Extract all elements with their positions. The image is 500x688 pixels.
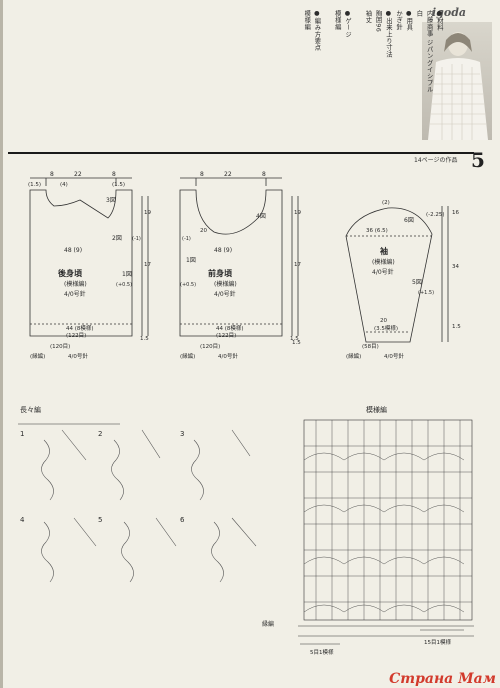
dim-label: 20 [380,318,387,324]
figure-ref: 1図 [122,271,132,278]
dim-label: 17 [144,262,151,268]
page-number: 5 [471,148,485,172]
needle-label: 4/0号針 [214,290,236,298]
ribbing-label: (縁編) [346,352,361,360]
step-number: 2 [98,430,102,438]
dim-label: (120目) [50,343,70,350]
section-divider [8,152,474,154]
dim-label: (-2.25) [426,212,445,218]
needle-label: 4/0号針 [68,352,88,360]
step-number: 6 [180,516,185,524]
ribbing-label: (縁編) [30,352,45,360]
dim-label: (-1) [132,236,141,242]
step-number: 4 [20,516,25,524]
back-body-title: 後身頃 [58,268,83,278]
front-body-title: 前身頃 [208,268,233,278]
dim-label: 1.5 [452,324,461,330]
figure-ref: 5図 [412,279,422,286]
dim-label: (-1) [182,236,191,242]
dim-label: 8 [50,171,54,178]
dim-label: 16 [452,210,459,216]
needle-label: 4/0号針 [64,290,86,298]
pattern-label: (模様編) [372,258,395,266]
chart-repeat-label: 15目1模様 [424,638,451,646]
figure-ref: 3図 [106,197,116,204]
dim-label: (+0.5) [180,282,196,288]
dim-label: (1.5) [112,182,125,188]
chart-repeat-label: 5目1模様 [310,648,334,656]
instruction-line: ●ゲージ [344,10,352,38]
instruction-line: かぎ針 [395,10,403,31]
instruction-line: 模様編 [303,10,311,31]
instruction-line: ●材料 [435,10,443,31]
needle-label: 4/0号針 [384,352,404,360]
binding-shadow [0,0,3,688]
figure-ref: 1図 [186,257,196,264]
instruction-line: ●出来上り寸法 [384,10,392,58]
watermark: Страна Мам [389,671,496,687]
back-body-outline [29,189,133,337]
dim-label: 1.5 [290,336,299,342]
needle-label: 4/0号針 [218,352,238,360]
dim-label: 8 [112,171,116,178]
model-illustration [428,32,488,140]
pattern-label: (模様編) [64,280,87,288]
instruction-line: 胸囲96 [374,10,382,33]
dim-label: 48 (9) [214,247,232,254]
pattern-chart-title: 模様編 [366,405,387,414]
work-reference: 14ページの作品 [414,157,458,164]
instructions-text: ●材料 内藤商事 ジパングイシプル 白 ●用具 かぎ針 ●出来上り寸法 胸囲96… [250,10,444,156]
dim-label: (2) [382,200,390,206]
brand-logo: igoda [432,6,467,19]
dim-label: 34 [452,264,459,270]
dim-label: 36 (6.5) [366,228,388,234]
dim-label: 48 (9) [64,247,82,254]
figure-ref: 2図 [112,235,122,242]
dim-label: 19 [144,210,151,216]
dim-label: 22 [224,171,232,178]
dim-label: (3.5模様) [374,324,398,332]
needle-label: 4/0号針 [372,268,394,276]
dim-label: (122目) [216,332,236,339]
dim-label: (120目) [200,343,220,350]
instruction-line: 内藤商事 ジパングイシプル [425,10,433,93]
step-number: 3 [180,430,184,438]
dim-label: 19 [294,210,301,216]
dim-label: 8 [200,171,204,178]
instruction-line: 模様編 [333,10,341,31]
instruction-line: ●編み方要点 [313,10,321,51]
model-photo [422,22,492,140]
chart-ribbing-label: 縁編 [262,620,274,628]
dim-label: (+0.5) [116,282,132,288]
dim-label: 1.5 [292,340,301,346]
step-number: 1 [20,430,24,438]
pattern-chart-frame [303,419,473,621]
pattern-label: (模様編) [214,280,237,288]
dim-label: 1.5 [140,336,149,342]
dim-label: (122目) [66,332,86,339]
stitch-section-title: 長々編 [20,405,41,414]
dim-label: (+1.5) [418,290,434,296]
dim-label: 17 [294,262,301,268]
dim-label: (4) [60,182,68,188]
instruction-line: 白 [415,10,423,17]
front-body-outline [179,189,283,337]
instruction-line: ●用具 [405,10,413,31]
dim-label: 20 [200,228,207,234]
sleeve-outline [345,207,433,343]
dim-label: 44 (8模様) [216,324,244,332]
figure-ref: 6図 [404,217,414,224]
instruction-line: 袖丈 [364,10,372,24]
step-number: 5 [98,516,102,524]
figure-ref: 4図 [256,213,266,220]
dim-label: 22 [74,171,82,178]
dim-label: 44 (8模様) [66,324,94,332]
dim-label: (1.5) [28,182,41,188]
ribbing-label: (縁編) [180,352,195,360]
dim-label: (58目) [362,343,379,350]
sleeve-title: 袖 [379,246,388,256]
dim-label: 8 [262,171,266,178]
